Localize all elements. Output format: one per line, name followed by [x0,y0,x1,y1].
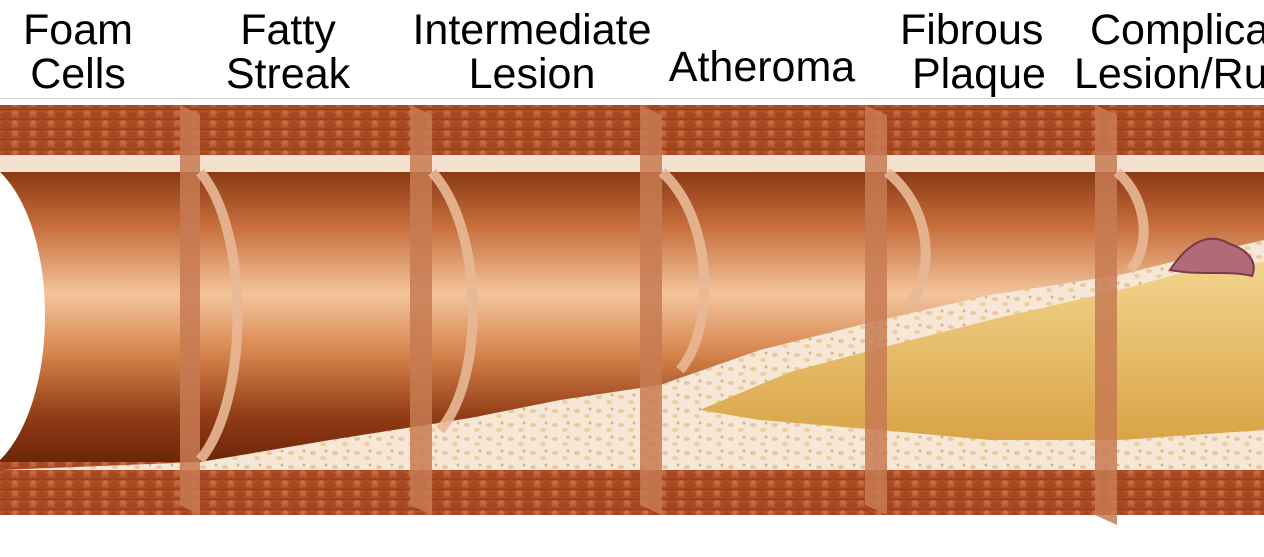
atherosclerosis-diagram: Foam Cells Fatty Streak Intermediate Les… [0,0,1264,557]
artery-illustration [0,0,1264,557]
